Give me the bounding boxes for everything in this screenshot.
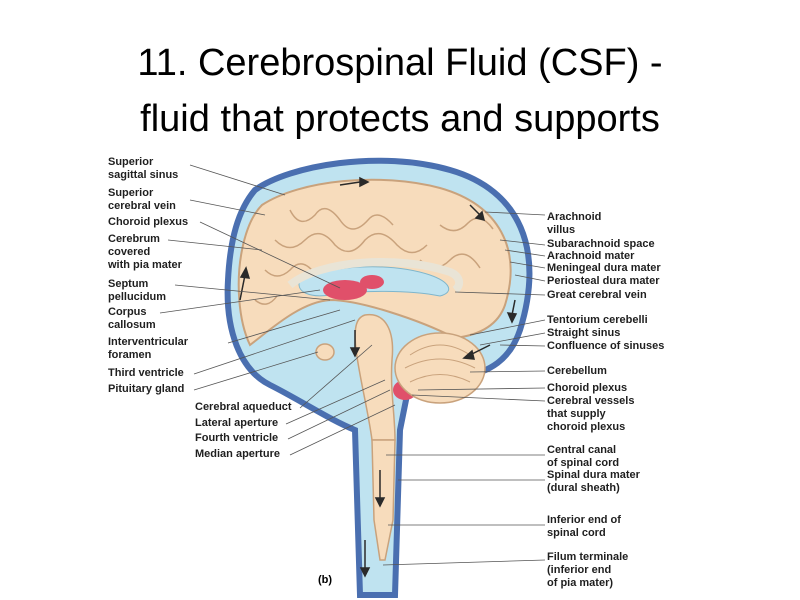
label-interventricular-foramen: Interventricular foramen [108,336,189,361]
label-spinal-dura-mater: Spinal dura mater (dural sheath) [547,469,640,494]
label-straight-sinus: Straight sinus [547,327,621,339]
label-superior-cerebral-vein: Superior cerebral vein [108,187,176,212]
label-periosteal-dura-mater: Periosteal dura mater [547,275,660,287]
label-fourth-ventricle: Fourth ventricle [195,432,279,444]
label-pituitary-gland: Pituitary gland [108,383,185,395]
label-median-aperture: Median aperture [195,448,280,460]
figure-tag: (b) [318,574,333,586]
corpus-callosum [287,258,464,294]
label-septum-pellucidum: Septum pellucidum [108,278,167,303]
label-cerebral-vessels: Cerebral vessels that supply choroid ple… [547,395,635,433]
label-meningeal-dura-mater: Meningeal dura mater [547,262,661,274]
label-choroid-plexus-right: Choroid plexus [547,382,628,394]
label-lateral-aperture: Lateral aperture [195,417,279,429]
label-confluence-of-sinuses: Confluence of sinuses [547,340,665,352]
slide-title-line-2: fluid that protects and supports [140,98,660,140]
csf-flow-arrows [239,176,518,578]
slide-title-line-1: 11. Cerebrospinal Fluid (CSF) - [137,42,663,84]
label-choroid-plexus-left: Choroid plexus [108,216,189,228]
label-tentorium-cerebelli: Tentorium cerebelli [547,314,648,326]
label-corpus-callosum: Corpus callosum [108,306,156,331]
label-cerebellum: Cerebellum [547,365,607,377]
label-great-cerebral-vein: Great cerebral vein [547,289,647,301]
leader-lines-left [159,164,396,456]
label-cerebrum: Cerebrum covered with pia mater [108,233,182,271]
label-superior-sagittal-sinus: Superior sagittal sinus [108,156,179,181]
label-filum-terminale: Filum terminale (inferior end of pia mat… [547,551,629,589]
cerebellum [394,332,486,404]
label-inferior-end-spinal-cord: Inferior end of spinal cord [547,514,621,539]
label-third-ventricle: Third ventricle [108,367,184,379]
leader-lines-right [382,211,546,566]
label-arachnoid-mater: Arachnoid mater [547,250,635,262]
label-central-canal: Central canal of spinal cord [547,444,620,469]
label-cerebral-aqueduct: Cerebral aqueduct [195,401,292,413]
label-subarachnoid-space: Subarachnoid space [547,238,655,250]
cerebellum-folia [404,344,476,383]
label-arachnoid-villus: Arachnoid villus [547,211,602,236]
pituitary-gland [315,343,335,361]
